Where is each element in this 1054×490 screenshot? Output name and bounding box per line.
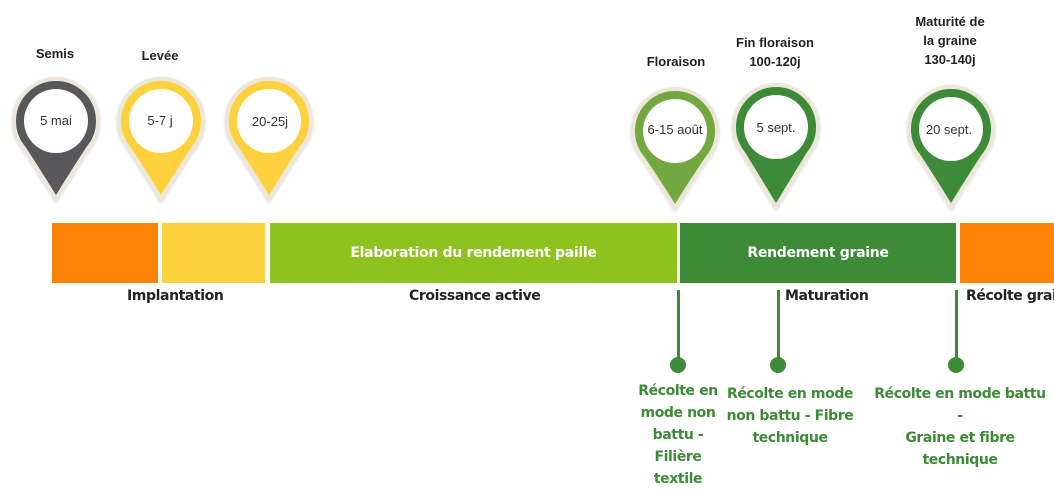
phase-croissance: Croissance active xyxy=(409,288,541,304)
harvest-mode-textile: Récolte en mode non battu - Filière text… xyxy=(630,380,726,490)
bar-label-graine: Rendement graine xyxy=(747,245,889,261)
pin-growth xyxy=(225,77,313,203)
stage-maturite-line1: Maturité de xyxy=(915,14,985,29)
pin-label-fin-floraison: 5 sept. xyxy=(756,120,796,135)
pin-label-growth: 20-25j xyxy=(251,114,289,129)
pin-label-floraison: 6-15 août xyxy=(647,122,703,137)
phase-implantation: Implantation xyxy=(127,288,224,304)
pin-levee xyxy=(117,77,205,203)
bar-segment-paille: Elaboration du rendement paille xyxy=(270,223,677,283)
bar-segment-recolte xyxy=(960,223,1054,283)
harvest-fibre-line2: non battu - Fibre xyxy=(726,408,854,424)
stage-fin-floraison: Fin floraison 100-120j xyxy=(725,33,825,71)
bar-segment-implantation xyxy=(52,223,158,283)
pin-semis-center xyxy=(24,89,88,153)
harvest-textile-line3: battu - Filière xyxy=(652,427,704,465)
connector-line-textile xyxy=(677,290,680,365)
pin-label-levee: 5-7 j xyxy=(147,113,173,128)
harvest-fibre-line3: technique xyxy=(752,430,828,446)
phase-recolte: Récolte graine xyxy=(966,288,1054,304)
stage-fin-floraison-line1: Fin floraison xyxy=(736,35,814,50)
stage-floraison: Floraison xyxy=(646,54,706,69)
stage-maturite-line2: la graine xyxy=(923,33,977,48)
harvest-battu-line2: Graine et fibre xyxy=(905,430,1015,446)
connector-dot-fibre xyxy=(770,357,786,373)
pin-maturite xyxy=(907,85,995,211)
connector-line-fibre xyxy=(777,290,780,365)
pin-label-semis: 5 mai xyxy=(40,113,72,128)
harvest-fibre-line1: Récolte en mode xyxy=(726,386,854,402)
pin-fin-floraison-center xyxy=(744,95,808,159)
harvest-battu-line3: technique xyxy=(922,452,998,468)
pin-floraison-center xyxy=(643,99,707,163)
pin-floraison xyxy=(631,87,719,212)
bar-segment-levee xyxy=(162,223,265,283)
stage-maturite: Maturité de la graine 130-140j xyxy=(895,12,1005,69)
pin-label-maturite: 20 sept. xyxy=(925,122,973,137)
stage-levee: Levée xyxy=(141,48,179,63)
harvest-textile-line1: Récolte en xyxy=(638,383,718,399)
bar-label-paille: Elaboration du rendement paille xyxy=(350,245,597,261)
pin-levee-center xyxy=(129,89,193,153)
bar-segment-graine: Rendement graine xyxy=(680,223,956,283)
pin-markers xyxy=(12,77,995,212)
phase-maturation: Maturation xyxy=(785,288,869,304)
pin-semis xyxy=(12,77,100,203)
stage-fin-floraison-line2: 100-120j xyxy=(749,54,801,69)
pin-maturite-center xyxy=(919,97,983,161)
harvest-battu-line1: Récolte en mode battu - xyxy=(874,386,1046,424)
connector-dot-battu xyxy=(948,357,964,373)
pin-growth-center xyxy=(237,89,301,153)
harvest-mode-fibre-technique: Récolte en mode non battu - Fibre techni… xyxy=(725,383,855,449)
harvest-textile-line4: textile xyxy=(653,471,703,487)
connector-line-battu xyxy=(955,290,958,365)
harvest-textile-line2: mode non xyxy=(640,405,716,421)
pin-fin-floraison xyxy=(732,83,820,211)
stage-semis: Semis xyxy=(35,46,75,61)
harvest-mode-battu: Récolte en mode battu - Graine et fibre … xyxy=(870,383,1050,471)
connector-dot-textile xyxy=(670,357,686,373)
stage-maturite-line3: 130-140j xyxy=(924,52,976,67)
